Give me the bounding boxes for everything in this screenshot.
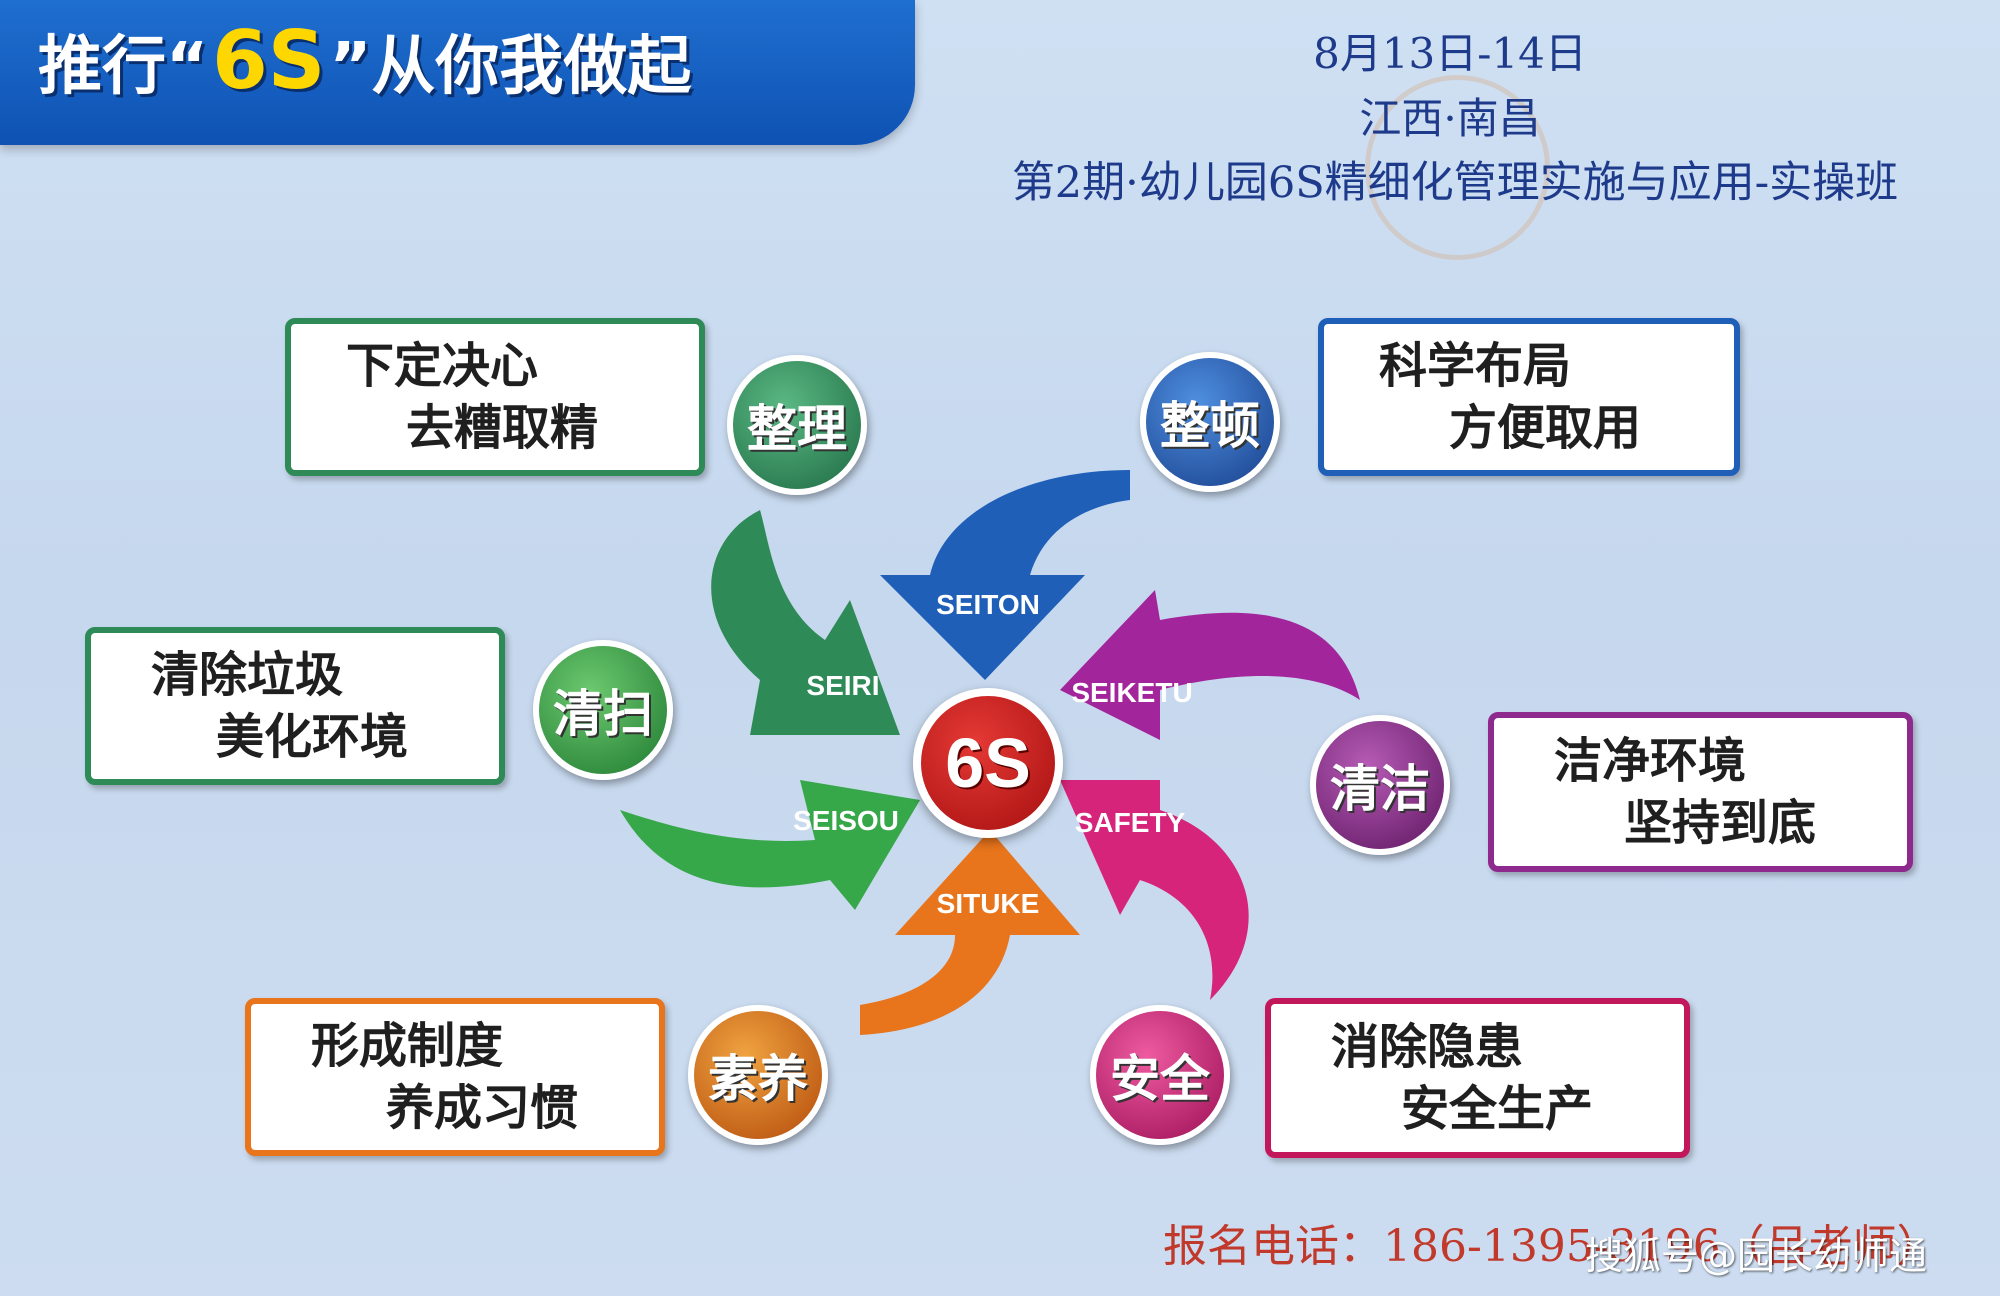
label-seiton: SEITON <box>936 589 1040 620</box>
safety-line1: 消除隐患 <box>1331 1019 1524 1075</box>
label-situke: SITUKE <box>937 888 1040 919</box>
seiketu-line2: 坚持到底 <box>1624 795 1817 851</box>
seiri-circle: 整理 <box>727 355 867 495</box>
seiri-text-box: 下定决心 去糟取精 <box>285 318 705 476</box>
seiton-text-box: 科学布局 方便取用 <box>1318 318 1740 476</box>
registration-phone: 报名电话：186-1395-3196（吕老师） <box>1163 1221 1941 1272</box>
safety-circle: 安全 <box>1090 1005 1230 1145</box>
source-watermark: 搜狐号@园长幼师通 <box>1585 1234 1928 1278</box>
safety-text-box: 消除隐患 安全生产 <box>1265 998 1690 1158</box>
seiton-line1: 科学布局 <box>1379 338 1572 394</box>
seisou-line1: 清除垃圾 <box>151 647 344 703</box>
label-seisou: SEISOU <box>793 805 899 836</box>
title-suffix: ”从你我做起 <box>329 30 692 104</box>
seiketu-text-box: 洁净环境 坚持到底 <box>1488 712 1913 872</box>
seisou-text-box: 清除垃圾 美化环境 <box>85 627 505 785</box>
title-banner: 推行“ 6S ”从你我做起 <box>0 0 915 145</box>
seiketu-line1: 洁净环境 <box>1554 733 1747 789</box>
event-course: 第2期·幼儿园6S精细化管理实施与应用-实操班 <box>1011 158 1899 208</box>
page-title: 推行“ 6S ”从你我做起 <box>38 14 691 124</box>
safety-line2: 安全生产 <box>1401 1081 1594 1137</box>
center-6s-badge: 6S <box>913 688 1063 838</box>
seisou-circle: 清扫 <box>533 640 673 780</box>
situke-line2: 养成习惯 <box>386 1080 579 1136</box>
arrow-seiton <box>880 470 1130 680</box>
arrow-situke <box>860 830 1080 1035</box>
seiton-line2: 方便取用 <box>1449 400 1642 456</box>
title-highlight: 6S <box>212 14 326 107</box>
seisou-line2: 美化环境 <box>216 709 409 765</box>
event-date: 8月13日-14日 <box>1313 29 1587 78</box>
situke-circle: 素养 <box>688 1005 828 1145</box>
label-seiketu: SEIKETU <box>1071 677 1192 708</box>
situke-line1: 形成制度 <box>311 1018 504 1074</box>
arrow-seiri <box>711 510 900 735</box>
seiketu-circle: 清洁 <box>1310 715 1450 855</box>
arrow-safety <box>1060 780 1249 1000</box>
seiton-circle: 整顿 <box>1140 352 1280 492</box>
label-seiri: SEIRI <box>806 670 879 701</box>
label-safety: SAFETY <box>1075 807 1186 838</box>
watermark-stamp <box>1365 75 1550 260</box>
event-location: 江西·南昌 <box>1359 94 1541 143</box>
situke-text-box: 形成制度 养成习惯 <box>245 998 665 1156</box>
arrow-seisou <box>620 780 920 910</box>
seiri-line2: 去糟取精 <box>406 400 599 456</box>
seiri-line1: 下定决心 <box>346 338 539 394</box>
arrow-seiketu <box>1060 590 1360 740</box>
title-prefix: 推行“ <box>38 30 209 104</box>
